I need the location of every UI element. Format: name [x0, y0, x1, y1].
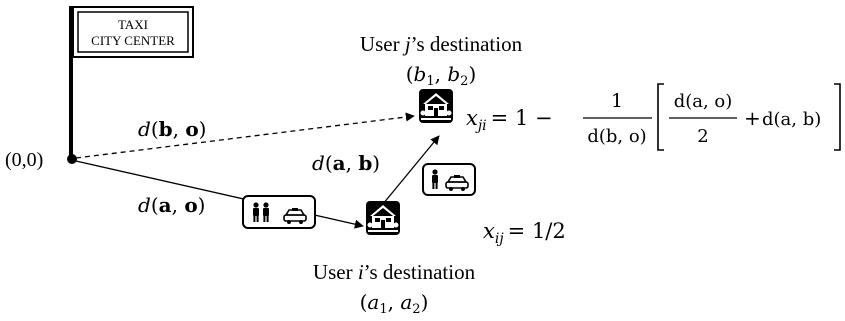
direct-path-bo [75, 112, 415, 159]
user-j-coordinates: (b1, b2) [406, 62, 477, 89]
formula-xji: xji= 1 − 1 d(b, o) d(a, o) 2 + d(a, b) [466, 83, 841, 151]
distance-ao-label: d(a, o) [138, 193, 205, 217]
distance-bo-label: d(b, o) [138, 117, 206, 141]
two-passengers-taxi-icon [242, 195, 316, 229]
one-passenger-taxi-icon [422, 163, 476, 196]
origin-label: (0,0) [5, 149, 43, 171]
path-ab [382, 135, 440, 205]
user-j-label: User j’s destination [360, 32, 523, 56]
user-i-coordinates: (a1, a2) [360, 290, 429, 317]
house-icon [366, 201, 400, 235]
formula-tail: d(a, b) [762, 109, 821, 130]
sign-inner [77, 11, 189, 53]
origin-point [67, 154, 77, 164]
fraction2-numerator: d(a, o) [674, 91, 733, 112]
user-i-label: User i’s destination [313, 260, 476, 284]
fraction1-numerator: 1 [611, 90, 623, 112]
bracket-right [834, 83, 841, 151]
distance-ab-label: d(a, b) [312, 151, 380, 175]
formula-xij: xij= 1/2 [483, 219, 566, 247]
fraction1-denominator: d(b, o) [587, 126, 646, 147]
flag-pole [69, 6, 73, 158]
formula-xji-lhs: xji= 1 − [466, 106, 553, 134]
bracket-left [657, 83, 664, 151]
taxi-flag-icon: TAXI CITY CENTER [69, 6, 194, 158]
formula-plus: + [744, 106, 761, 130]
sign-line-2: CITY CENTER [91, 33, 175, 48]
house-icon [419, 89, 453, 123]
sign-line-1: TAXI [118, 17, 148, 32]
fraction2-denominator: 2 [697, 126, 708, 147]
